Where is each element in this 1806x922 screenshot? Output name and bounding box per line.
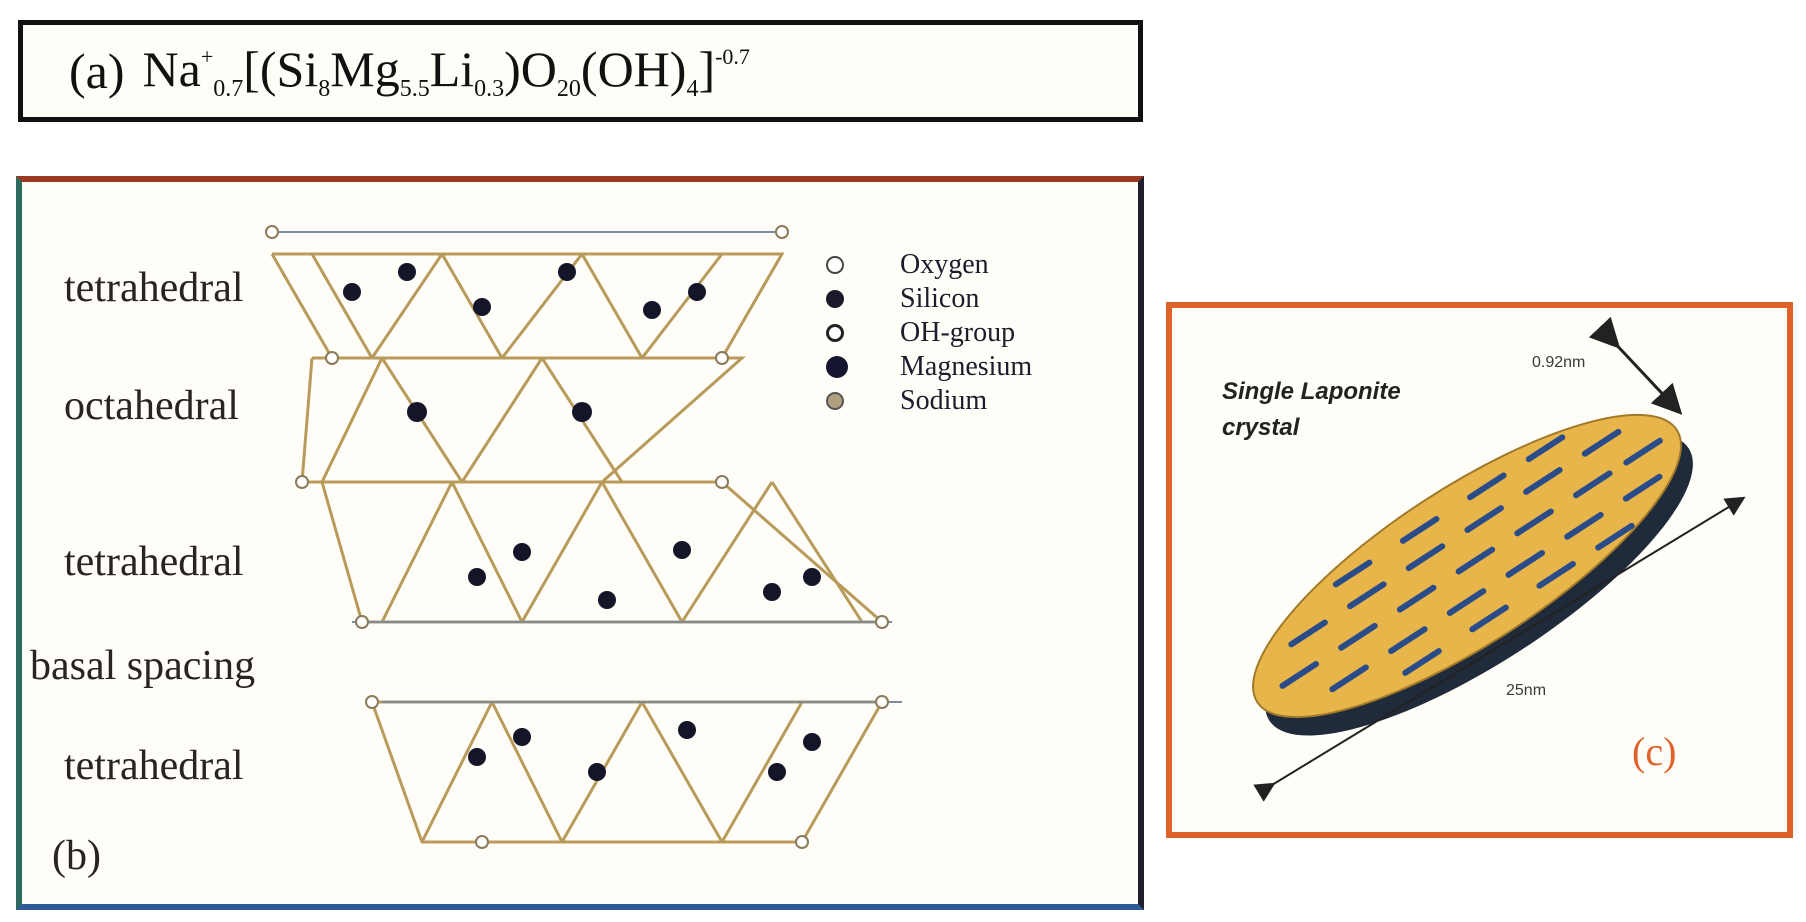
thickness-label: 0.92nm — [1532, 354, 1585, 372]
legend-oh-group: OH-group — [826, 316, 844, 350]
formula-text: Na+0.7[(Si8Mg5.5Li0.3)O20(OH)4]-0.7 — [143, 40, 750, 103]
magnesium-marker-icon — [826, 356, 848, 378]
formula-box: (a) Na+0.7[(Si8Mg5.5Li0.3)O20(OH)4]-0.7 — [18, 20, 1143, 122]
basal-spacing-label: basal spacing — [30, 642, 255, 690]
crystal-panel: Single Laponite crystal 0.92nm 25nm (c) — [1166, 302, 1793, 838]
silicon-marker-icon — [826, 290, 844, 308]
layer-label-octahedral: octahedral — [64, 382, 239, 430]
thickness-arrow — [1610, 338, 1672, 404]
legend-magnesium: Magnesium — [826, 350, 848, 384]
layer-label-tetrahedral-bottom: tetrahedral — [64, 742, 244, 790]
oxygen-marker-icon — [826, 256, 844, 274]
legend-sodium: Sodium — [826, 384, 844, 418]
layer-lattice — [272, 254, 882, 842]
panel-label-c: (c) — [1632, 728, 1676, 775]
legend-oxygen: Oxygen — [826, 248, 844, 282]
layer-label-tetrahedral-middle: tetrahedral — [64, 538, 244, 586]
sodium-marker-icon — [826, 392, 844, 410]
crystal-label: Single Laponite crystal — [1222, 374, 1482, 446]
oxygen-dots — [266, 226, 888, 848]
structure-panel: tetrahedral octahedral tetrahedral basal… — [16, 176, 1144, 910]
oh-group-marker-icon — [826, 324, 844, 342]
legend-silicon: Silicon — [826, 282, 844, 316]
layer-label-tetrahedral-top: tetrahedral — [64, 264, 244, 312]
bond-lines — [272, 232, 902, 702]
diameter-label: 25nm — [1506, 682, 1546, 700]
panel-label-a: (a) — [69, 42, 125, 100]
panel-label-b: (b) — [52, 832, 101, 880]
